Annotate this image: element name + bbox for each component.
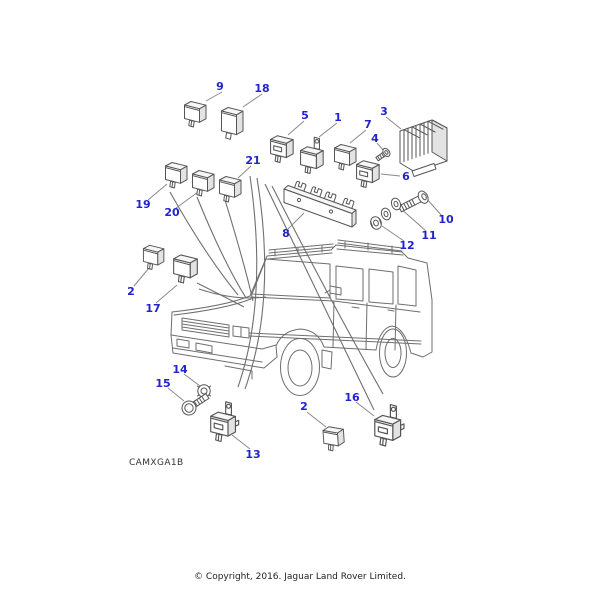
part-20-relay [192, 170, 215, 197]
part-10-bolt [398, 190, 429, 213]
callout-18[interactable]: 18 [254, 82, 269, 95]
part-4-screw [375, 147, 391, 162]
callout-7[interactable]: 7 [364, 118, 372, 131]
part-7-relay [334, 144, 357, 171]
callout-2-front[interactable]: 2 [127, 285, 135, 298]
part-3-heatsink-module [399, 119, 448, 177]
part-19-relay [165, 162, 188, 189]
part-11-washers [380, 197, 402, 221]
vehicle-illustration [170, 239, 433, 396]
part-2-relay-front [142, 244, 165, 270]
part-1-relay [301, 137, 324, 173]
callout-4[interactable]: 4 [371, 132, 379, 145]
routing-curves [169, 175, 384, 411]
callout-14[interactable]: 14 [172, 363, 188, 376]
callout-labels: 9 18 5 1 7 3 4 21 19 20 6 8 10 11 12 2 1… [127, 80, 454, 461]
callout-15[interactable]: 15 [155, 377, 170, 390]
part-14-washer [197, 384, 211, 398]
copyright-notice: © Copyright, 2016. Jaguar Land Rover Lim… [194, 572, 406, 582]
part-15-bolt [181, 393, 210, 416]
leader-lines [133, 91, 443, 450]
part-9-relay [184, 101, 207, 128]
part-16-relay [375, 405, 404, 446]
callout-9[interactable]: 9 [216, 80, 224, 93]
part-2-relay-rear [322, 425, 346, 452]
callout-6[interactable]: 6 [402, 170, 410, 183]
callout-3[interactable]: 3 [380, 105, 388, 118]
part-17-relay [173, 254, 198, 284]
part-5-relay [271, 136, 294, 163]
diagram-reference-code: CAMXGA1B [129, 458, 184, 468]
callout-21[interactable]: 21 [245, 154, 260, 167]
callout-1[interactable]: 1 [334, 111, 342, 124]
callout-19[interactable]: 19 [135, 198, 150, 211]
part-6-relay [357, 161, 380, 188]
callout-5[interactable]: 5 [301, 109, 309, 122]
callout-17[interactable]: 17 [145, 302, 160, 315]
callout-2-rear[interactable]: 2 [300, 400, 308, 413]
callout-16[interactable]: 16 [344, 391, 360, 404]
part-8-bracket-plate [283, 180, 357, 228]
callout-11[interactable]: 11 [421, 229, 436, 242]
callout-12[interactable]: 12 [399, 239, 414, 252]
part-18-relay [221, 107, 244, 140]
part-21-relay [219, 176, 242, 203]
callout-8[interactable]: 8 [282, 227, 290, 240]
callout-10[interactable]: 10 [438, 213, 454, 226]
part-13-relay [211, 402, 239, 442]
callout-13[interactable]: 13 [245, 448, 260, 461]
part-12-nut [370, 216, 382, 230]
callout-20[interactable]: 20 [164, 206, 180, 219]
